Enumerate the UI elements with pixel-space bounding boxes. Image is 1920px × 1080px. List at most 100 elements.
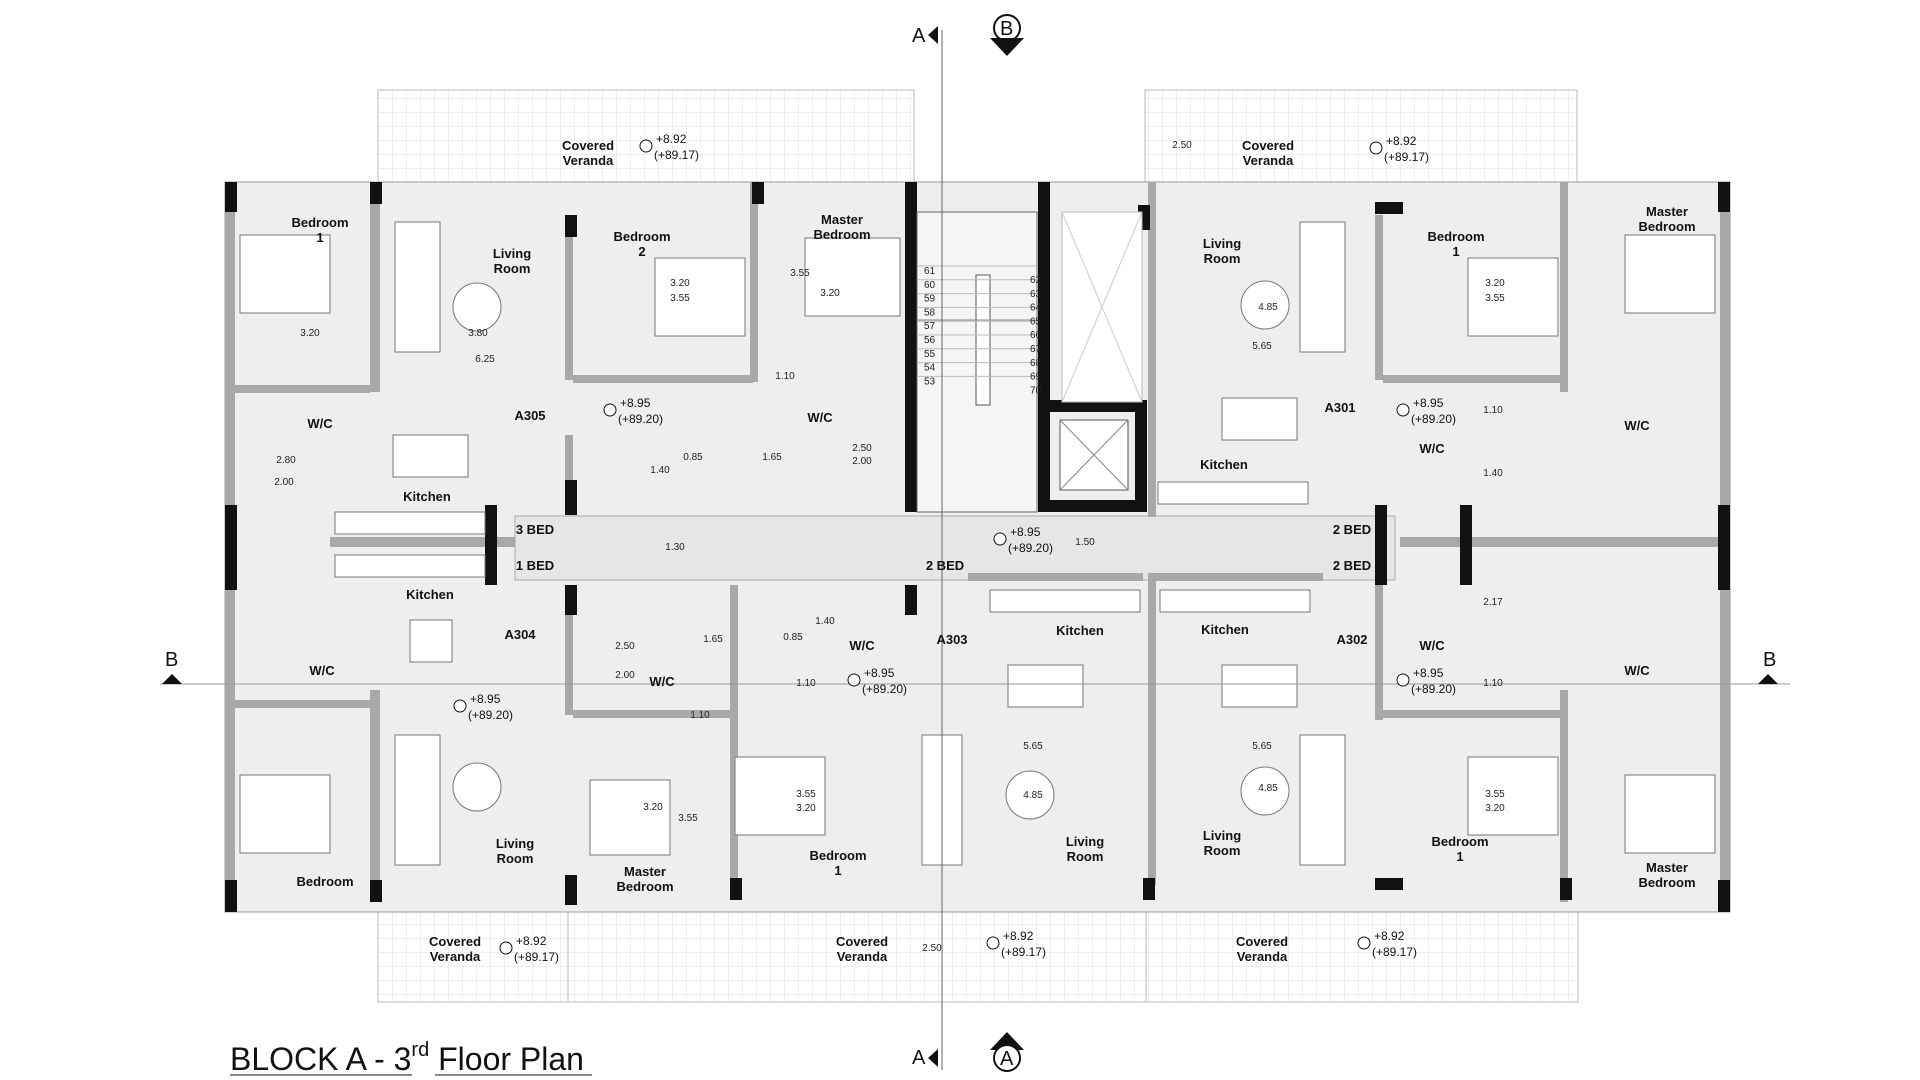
dimension-26: 2.00	[615, 670, 635, 681]
stair-step-left: 55	[924, 349, 936, 360]
a303-living-line1: Living	[1066, 834, 1104, 849]
a304-bedcount: 1 BED	[516, 558, 554, 573]
stair-step-left: 61	[924, 266, 936, 277]
a302-bedcount: 2 BED	[1333, 558, 1371, 573]
veranda-tr-line2: Veranda	[1243, 153, 1294, 168]
dimension-6: 3.55	[790, 268, 810, 279]
dimension-2: 6.25	[475, 354, 495, 365]
a305-bedcount: 3 BED	[516, 522, 554, 537]
a302-level-icon	[1396, 673, 1410, 687]
a302-bedroom1-line1: Bedroom	[1431, 834, 1488, 849]
dimension-20: 3.55	[1485, 293, 1505, 304]
unit-a305: A305	[514, 408, 545, 423]
unit-a304: A304	[504, 627, 536, 642]
veranda-bl-level-icon	[499, 941, 513, 955]
a305-level: +8.95	[620, 396, 651, 410]
a302-master-line2: Bedroom	[1638, 875, 1695, 890]
a305-bedroom2-line2: 2	[638, 244, 645, 259]
a301-bedcount: 2 BED	[1333, 522, 1371, 537]
stair-step-right: 62	[1030, 275, 1042, 286]
title-rest: Floor Plan	[429, 1041, 584, 1077]
room-labels: CoveredVerandaCoveredVerandaCoveredVeran…	[274, 132, 1695, 964]
dimension-18: 5.65	[1252, 341, 1272, 352]
a303-kitchen: Kitchen	[1056, 623, 1104, 638]
stair-step-left: 53	[924, 376, 936, 387]
a301-level: +8.95	[1413, 396, 1444, 410]
a302-kitchen: Kitchen	[1201, 622, 1249, 637]
drawing-title: BLOCK A - 3rd Floor Plan	[230, 1039, 592, 1077]
a305-wc: W/C	[307, 416, 333, 431]
a301-wc2: W/C	[1624, 418, 1650, 433]
a302-master-line1: Master	[1646, 860, 1688, 875]
dimension-32: 3.20	[643, 802, 663, 813]
veranda-bm-line2: Veranda	[837, 949, 888, 964]
stair-step-right: 63	[1030, 289, 1042, 300]
a304-master-line1: Master	[624, 864, 666, 879]
a305-bedroom1-line2: 1	[316, 230, 323, 245]
a303-level-abs: (+89.20)	[862, 682, 907, 696]
dimension-4: 3.55	[670, 293, 690, 304]
unit-a301: A301	[1324, 400, 1355, 415]
dimension-7: 1.10	[775, 371, 795, 382]
veranda-br-level-abs: (+89.17)	[1372, 945, 1417, 959]
a302-wc2: W/C	[1624, 663, 1650, 678]
dimension-16: 1.50	[1075, 537, 1095, 548]
a305-kitchen: Kitchen	[403, 489, 451, 504]
a304-wc: W/C	[309, 663, 335, 678]
veranda-tl-line1: Covered	[562, 138, 614, 153]
dimension-41: 3.20	[1485, 803, 1505, 814]
dimension-13: 2.50	[852, 443, 872, 454]
veranda-tl-level-icon	[639, 139, 653, 153]
dimension-9: 2.00	[274, 477, 294, 488]
dimension-14: 2.00	[852, 456, 872, 467]
stair-step-left: 56	[924, 335, 936, 346]
section-a-top: A	[912, 25, 926, 47]
a303-bedroom1-line2: 1	[834, 863, 841, 878]
a304-wc2: W/C	[649, 674, 675, 689]
a304-level-abs: (+89.20)	[468, 708, 513, 722]
veranda-tl-line2: Veranda	[563, 153, 614, 168]
veranda-bm-level-abs: (+89.17)	[1001, 945, 1046, 959]
svg-text:BLOCK A - 3rd Floor Plan: BLOCK A - 3rd Floor Plan	[230, 1039, 584, 1077]
dimension-28: 0.85	[783, 632, 803, 643]
dimension-8: 2.80	[276, 455, 296, 466]
a305-level-abs: (+89.20)	[618, 412, 663, 426]
a303-bedcount: 2 BED	[926, 558, 964, 573]
a305-master-line1: Master	[821, 212, 863, 227]
a304-master-line2: Bedroom	[616, 879, 673, 894]
veranda-bl-line2: Veranda	[430, 949, 481, 964]
dimension-36: 5.65	[1023, 741, 1043, 752]
a301-bedroom1-line2: 1	[1452, 244, 1459, 259]
a301-level-abs: (+89.20)	[1411, 412, 1456, 426]
stair-step-left: 54	[924, 363, 936, 374]
veranda-tl-level-abs: (+89.17)	[654, 148, 699, 162]
dimension-23: 2.17	[1483, 597, 1503, 608]
veranda-tl-level: +8.92	[656, 132, 687, 146]
a301-living-line1: Living	[1203, 236, 1241, 251]
stair-step-right: 70	[1030, 385, 1042, 396]
corridor-level-icon	[993, 532, 1007, 546]
veranda-br-level-icon	[1357, 936, 1371, 950]
a305-living-line1: Living	[493, 246, 531, 261]
section-b-top: B	[1000, 18, 1013, 40]
dimension-42: 2.50	[1172, 140, 1192, 151]
dimension-29: 1.40	[815, 616, 835, 627]
section-lines	[160, 30, 1790, 1070]
dimension-37: 4.85	[1023, 790, 1043, 801]
section-a-bottom-circle: A	[1000, 1048, 1014, 1070]
a301-master-line1: Master	[1646, 204, 1688, 219]
a304-level-icon	[453, 699, 467, 713]
a303-level: +8.95	[864, 666, 895, 680]
stair-step-right: 66	[1030, 330, 1042, 341]
veranda-bm-level: +8.92	[1003, 929, 1034, 943]
dimension-38: 5.65	[1252, 741, 1272, 752]
a302-level: +8.95	[1413, 666, 1444, 680]
a305-living-line2: Room	[494, 261, 531, 276]
a302-level-abs: (+89.20)	[1411, 682, 1456, 696]
dimension-11: 0.85	[683, 452, 703, 463]
stair-core	[916, 211, 1038, 513]
veranda-br-line2: Veranda	[1237, 949, 1288, 964]
veranda-bm-level-icon	[986, 936, 1000, 950]
a304-kitchen: Kitchen	[406, 587, 454, 602]
